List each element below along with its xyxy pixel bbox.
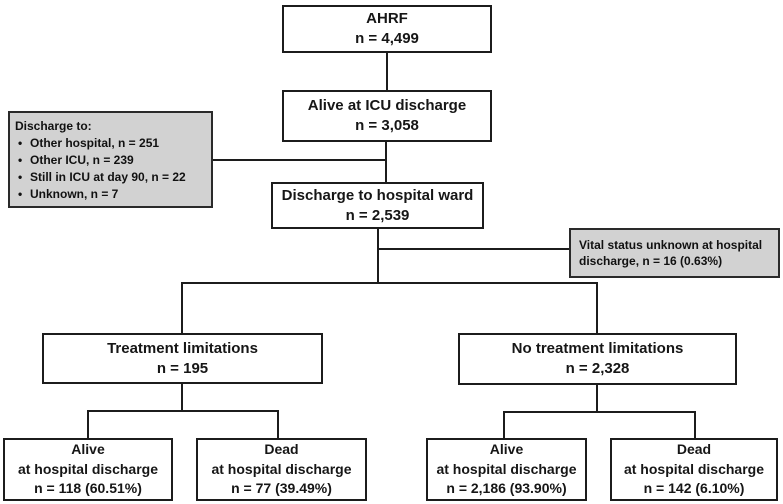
node-treatment-title: Treatment limitations xyxy=(107,339,258,357)
bullet-icon: • xyxy=(18,136,23,150)
list-item-text: Unknown, n = 7 xyxy=(30,187,119,201)
node-alive-ntl: Alive at hospital discharge n = 2,186 (9… xyxy=(426,438,587,501)
list-item-text: Other ICU, n = 239 xyxy=(30,153,134,167)
connector-to-alive-tl xyxy=(87,410,89,438)
list-item: • Still in ICU at day 90, n = 22 xyxy=(15,169,207,186)
note-discharge-to: Discharge to: • Other hospital, n = 251 … xyxy=(8,111,213,208)
bullet-icon: • xyxy=(18,187,23,201)
connector-to-alive-ntl xyxy=(503,411,505,438)
list-item-text: Still in ICU at day 90, n = 22 xyxy=(30,170,186,184)
node-ahrf-count: n = 4,499 xyxy=(355,30,419,47)
node-alive-ntl-line2: at hospital discharge xyxy=(436,460,577,477)
node-dead-ntl: Dead at hospital discharge n = 142 (6.10… xyxy=(610,438,778,501)
list-item: • Other hospital, n = 251 xyxy=(15,135,207,152)
node-no-treatment-title: No treatment limitations xyxy=(511,340,684,358)
node-alive-icu-count: n = 3,058 xyxy=(355,117,419,134)
node-discharge-ward-count: n = 2,539 xyxy=(345,206,410,224)
node-no-treatment-limitations: No treatment limitations n = 2,328 xyxy=(458,333,737,385)
bullet-icon: • xyxy=(18,170,23,184)
bullet-icon: • xyxy=(18,153,23,167)
connector-vitalstatus-note xyxy=(377,248,569,250)
note-discharge-to-title: Discharge to: xyxy=(15,119,92,133)
node-no-treatment-count: n = 2,328 xyxy=(565,360,630,377)
connector-ward-down xyxy=(377,229,379,282)
node-alive-tl-line2: at hospital discharge xyxy=(17,460,159,477)
node-dead-ntl-line2: at hospital discharge xyxy=(623,460,765,477)
list-item: • Other ICU, n = 239 xyxy=(15,152,207,169)
node-dead-tl-line1: Dead xyxy=(264,441,299,458)
node-discharge-ward: Discharge to hospital ward n = 2,539 xyxy=(271,182,484,229)
node-alive-icu-title: Alive at ICU discharge xyxy=(307,97,467,115)
node-discharge-ward-title: Discharge to hospital ward xyxy=(281,186,474,204)
node-dead-tl-count: n = 77 (39.49%) xyxy=(231,480,332,497)
connector-ahrf-to-aliveicu xyxy=(386,53,388,90)
connector-notreatment-down xyxy=(596,384,598,411)
node-alive-tl-line1: Alive xyxy=(71,441,105,458)
connector-to-dead-tl xyxy=(277,410,279,438)
connector-treatment-branch xyxy=(87,410,279,412)
node-alive-tl: Alive at hospital discharge n = 118 (60.… xyxy=(3,438,173,501)
connector-dischargeto-note xyxy=(213,159,387,161)
node-treatment-count: n = 195 xyxy=(156,359,209,377)
connector-branch-to-treatment xyxy=(181,282,183,333)
note-vital-status-line2: discharge, n = 16 (0.63%) xyxy=(579,254,723,268)
node-alive-ntl-line1: Alive xyxy=(489,441,524,458)
node-alive-tl-count: n = 118 (60.51%) xyxy=(34,480,142,497)
node-alive-icu-discharge: Alive at ICU discharge n = 3,058 xyxy=(282,90,492,142)
node-dead-ntl-line1: Dead xyxy=(676,441,712,458)
note-discharge-to-list: • Other hospital, n = 251 • Other ICU, n… xyxy=(15,135,207,203)
connector-branch-to-notreatment xyxy=(596,282,598,333)
note-vital-status: Vital status unknown at hospital dischar… xyxy=(569,228,780,278)
note-vital-status-line1: Vital status unknown at hospital xyxy=(579,238,763,252)
node-dead-tl: Dead at hospital discharge n = 77 (39.49… xyxy=(196,438,367,501)
connector-to-dead-ntl xyxy=(694,411,696,438)
list-item: • Unknown, n = 7 xyxy=(15,186,207,203)
connector-notreatment-branch xyxy=(503,411,696,413)
node-ahrf: AHRF n = 4,499 xyxy=(282,5,492,53)
connector-aliveicu-to-ward xyxy=(385,142,387,182)
node-alive-ntl-count: n = 2,186 (93.90%) xyxy=(446,480,567,497)
node-treatment-limitations: Treatment limitations n = 195 xyxy=(42,333,323,384)
node-dead-ntl-count: n = 142 (6.10%) xyxy=(643,480,745,497)
node-ahrf-title: AHRF xyxy=(366,10,408,28)
node-dead-tl-line2: at hospital discharge xyxy=(211,460,352,477)
list-item-text: Other hospital, n = 251 xyxy=(30,136,160,150)
connector-treatment-down xyxy=(181,383,183,411)
connector-main-branch xyxy=(181,282,598,284)
